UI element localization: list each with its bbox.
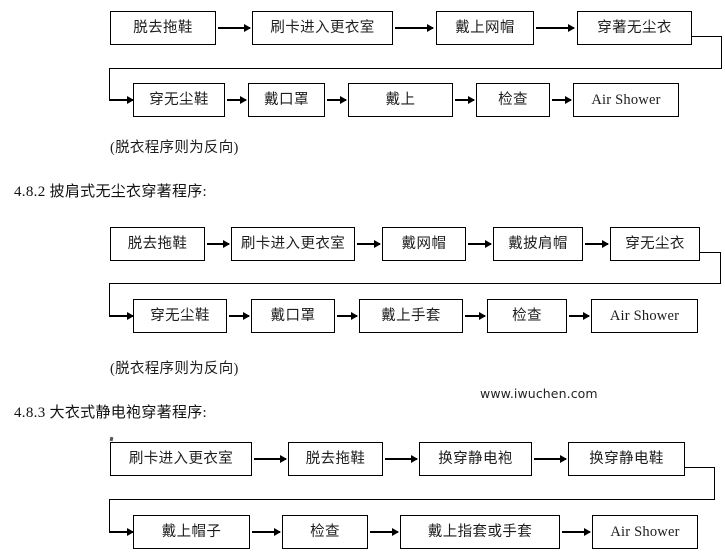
stray-mark-icon bbox=[109, 436, 114, 442]
flow-arrow bbox=[536, 27, 574, 29]
flow-arrow bbox=[455, 99, 474, 101]
flow-box: 检查 bbox=[476, 83, 550, 117]
flow-arrow bbox=[252, 531, 280, 533]
flow-connector bbox=[109, 499, 110, 532]
flow-arrow bbox=[327, 99, 346, 101]
flow-arrow bbox=[534, 458, 566, 460]
flow-box: 戴上指套或手套 bbox=[400, 515, 560, 549]
flow-arrow bbox=[562, 531, 590, 533]
flow-arrow bbox=[337, 315, 357, 317]
flow-arrow bbox=[385, 458, 417, 460]
flow-arrow bbox=[109, 315, 133, 317]
flow-box: 戴口罩 bbox=[251, 299, 335, 333]
flow-box: Air Shower bbox=[573, 83, 679, 117]
flow-box: 刷卡进入更衣室 bbox=[110, 442, 252, 476]
flow-box: 戴口罩 bbox=[248, 83, 325, 117]
flow-arrow bbox=[207, 243, 229, 245]
flow-connector bbox=[109, 283, 110, 316]
flow-arrow bbox=[229, 315, 249, 317]
flow-arrow bbox=[395, 27, 433, 29]
flow-box: Air Shower bbox=[592, 515, 698, 549]
flow-box: 换穿静电袍 bbox=[419, 442, 532, 476]
flow-arrow bbox=[569, 315, 589, 317]
flow-connector bbox=[720, 252, 721, 284]
flow-connector bbox=[109, 283, 721, 284]
flow-box: 穿无尘衣 bbox=[610, 227, 700, 261]
flow-connector bbox=[721, 36, 722, 69]
section-heading: 4.8.3 大衣式静电袍穿著程序: bbox=[14, 405, 208, 421]
flow-arrow bbox=[227, 99, 246, 101]
flow-arrow bbox=[552, 99, 571, 101]
site-watermark: www.iwuchen.com bbox=[480, 386, 598, 401]
flow-arrow bbox=[109, 99, 133, 101]
flow-box: 检查 bbox=[282, 515, 368, 549]
flow-connector bbox=[109, 499, 715, 500]
flow-box: 戴网帽 bbox=[382, 227, 466, 261]
flow-box: 脱去拖鞋 bbox=[288, 442, 383, 476]
flow-connector bbox=[714, 467, 715, 500]
flow-box: 穿无尘鞋 bbox=[133, 83, 225, 117]
flow-box: 刷卡进入更衣室 bbox=[252, 11, 393, 45]
section-note: (脱衣程序则为反向) bbox=[110, 140, 239, 156]
flow-box: 脱去拖鞋 bbox=[110, 227, 205, 261]
section-note: (脱衣程序则为反向) bbox=[110, 361, 239, 377]
flow-box: 戴上手套 bbox=[359, 299, 463, 333]
flow-arrow bbox=[468, 243, 491, 245]
flow-arrow bbox=[254, 458, 286, 460]
flow-arrow bbox=[585, 243, 608, 245]
flow-box: 戴上帽子 bbox=[133, 515, 250, 549]
flow-box: 刷卡进入更衣室 bbox=[231, 227, 355, 261]
flow-connector bbox=[685, 467, 715, 468]
flow-box: 戴披肩帽 bbox=[493, 227, 583, 261]
flow-arrow bbox=[357, 243, 380, 245]
flow-connector bbox=[700, 252, 721, 253]
flow-connector bbox=[109, 68, 110, 100]
flow-box: 换穿静电鞋 bbox=[568, 442, 685, 476]
flow-box: 穿无尘鞋 bbox=[133, 299, 227, 333]
flow-connector bbox=[692, 36, 722, 37]
flow-arrow bbox=[109, 531, 133, 533]
flow-box: Air Shower bbox=[591, 299, 698, 333]
flow-connector bbox=[109, 68, 722, 69]
flow-box: 脱去拖鞋 bbox=[110, 11, 216, 45]
flow-box: 戴上 bbox=[348, 83, 453, 117]
flow-arrow bbox=[465, 315, 485, 317]
flow-box: 穿著无尘衣 bbox=[577, 11, 692, 45]
flow-box: 检查 bbox=[487, 299, 567, 333]
flow-box: 戴上网帽 bbox=[436, 11, 534, 45]
flow-arrow bbox=[218, 27, 250, 29]
section-heading: 4.8.2 披肩式无尘衣穿著程序: bbox=[14, 184, 208, 200]
flow-arrow bbox=[370, 531, 398, 533]
